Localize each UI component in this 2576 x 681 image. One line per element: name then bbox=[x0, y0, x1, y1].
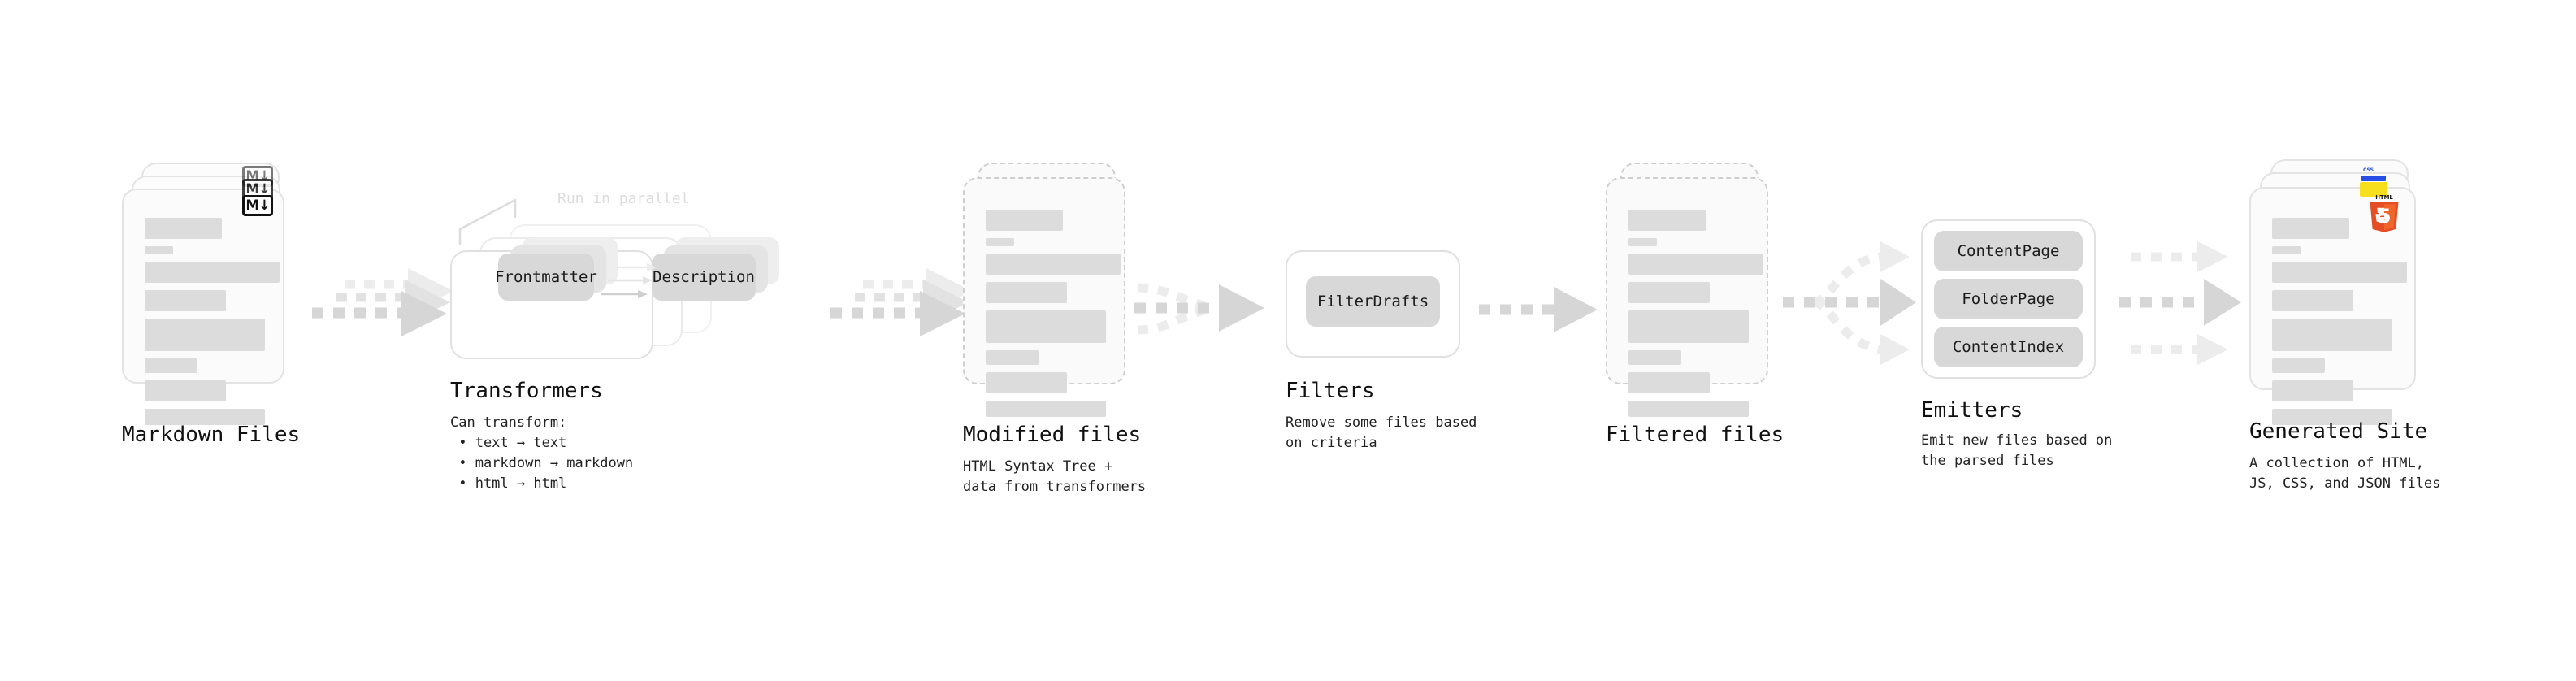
doc-bar bbox=[2272, 358, 2325, 373]
site-file-front bbox=[2249, 187, 2416, 425]
modified-file-front bbox=[963, 177, 1125, 417]
doc-bar bbox=[145, 246, 173, 254]
markdown-icon: M↓ bbox=[242, 195, 273, 216]
markdown-files-title: Markdown Files bbox=[122, 423, 301, 447]
doc-bar bbox=[2272, 262, 2407, 283]
doc-bar bbox=[1628, 254, 1763, 275]
emitters-title: Emitters bbox=[1921, 398, 2023, 423]
transformers-title: Transformers bbox=[450, 379, 603, 403]
doc-bar bbox=[986, 310, 1106, 343]
emitter-chip-label: FolderPage bbox=[1962, 290, 2055, 308]
doc-bar bbox=[145, 290, 226, 311]
js-badge bbox=[2360, 182, 2387, 197]
transformer-chip-label: Frontmatter bbox=[495, 268, 597, 286]
doc-bar bbox=[1628, 401, 1749, 417]
doc-bar bbox=[2272, 290, 2353, 311]
site-file-content bbox=[2251, 189, 2414, 425]
generated-site-subtitle: A collection of HTML, JS, CSS, and JSON … bbox=[2249, 455, 2441, 492]
doc-bar bbox=[2272, 380, 2353, 401]
transformer-chip-description[interactable]: Description bbox=[652, 254, 756, 301]
run-in-parallel-label: Run in parallel bbox=[557, 190, 690, 207]
filtered-file-front bbox=[1606, 177, 1768, 417]
svg-text:HTML: HTML bbox=[2375, 194, 2393, 201]
emitter-chip-contentpage[interactable]: ContentPage bbox=[1934, 231, 2083, 271]
filters-title: Filters bbox=[1286, 379, 1375, 403]
filter-chip-label: FilterDrafts bbox=[1316, 293, 1429, 310]
modified-files-subtitle: HTML Syntax Tree + data from transformer… bbox=[963, 458, 1147, 495]
html5-icon: HTML 5 bbox=[2370, 194, 2399, 232]
doc-bar bbox=[145, 319, 265, 351]
filtered-file-content bbox=[1607, 179, 1767, 417]
emitter-chip-contentindex[interactable]: ContentIndex bbox=[1934, 327, 2083, 367]
markdown-icon-label: M↓ bbox=[245, 197, 270, 214]
markdown-file-front bbox=[122, 189, 284, 425]
filter-chip-filterdrafts[interactable]: FilterDrafts bbox=[1306, 276, 1440, 327]
modified-to-filters-arrow bbox=[1134, 283, 1264, 335]
css-badge-label: CSS bbox=[2363, 167, 2374, 173]
emitter-chip-label: ContentPage bbox=[1957, 242, 2060, 260]
filters-to-filtered-arrow bbox=[1479, 287, 1598, 332]
filtered-files-title: Filtered files bbox=[1606, 423, 1785, 447]
doc-bar bbox=[986, 401, 1106, 417]
doc-bar bbox=[145, 380, 226, 401]
svg-text:5: 5 bbox=[2377, 205, 2391, 228]
doc-bar bbox=[986, 254, 1121, 275]
doc-bar bbox=[986, 238, 1014, 246]
doc-bar bbox=[1628, 372, 1710, 393]
doc-bar bbox=[145, 358, 197, 373]
doc-bar bbox=[2272, 246, 2301, 254]
run-in-parallel-bracket bbox=[458, 198, 517, 245]
emitters-subtitle: Emit new files based on the parsed files bbox=[1921, 432, 2113, 469]
doc-bar bbox=[2272, 218, 2349, 239]
modified-file-content bbox=[965, 179, 1124, 417]
doc-bar bbox=[1628, 238, 1657, 246]
modified-files-title: Modified files bbox=[963, 423, 1142, 447]
doc-bar bbox=[1628, 282, 1710, 303]
generated-site-title: Generated Site bbox=[2249, 419, 2428, 444]
doc-bar bbox=[986, 210, 1063, 231]
doc-bar bbox=[2272, 319, 2392, 351]
transformers-subtitle: Can transform: • text → text • markdown … bbox=[450, 414, 634, 492]
transformer-chip-label: Description bbox=[653, 268, 755, 286]
emitters-to-site-arrow bbox=[2119, 241, 2241, 365]
doc-bar bbox=[1628, 210, 1706, 231]
emitter-chip-folderpage[interactable]: FolderPage bbox=[1934, 279, 2083, 319]
doc-bar bbox=[1628, 310, 1749, 343]
doc-bar bbox=[1628, 350, 1681, 365]
transformer-inner-arrows bbox=[601, 263, 657, 298]
filters-subtitle: Remove some files based on criteria bbox=[1286, 414, 1477, 451]
css-badge bbox=[2361, 176, 2386, 181]
markdown-icon-label: M↓ bbox=[245, 180, 270, 197]
filtered-to-emitters-arrow bbox=[1783, 241, 1916, 365]
doc-bar bbox=[145, 409, 265, 425]
doc-bar bbox=[986, 350, 1039, 365]
doc-bar bbox=[145, 262, 280, 283]
emitter-chip-label: ContentIndex bbox=[1952, 338, 2065, 356]
doc-bar bbox=[2272, 409, 2392, 425]
doc-bar bbox=[145, 218, 222, 239]
transformers-to-modified-arrow bbox=[830, 268, 972, 336]
doc-bar bbox=[986, 282, 1067, 303]
transformer-chip-frontmatter[interactable]: Frontmatter bbox=[495, 254, 597, 301]
markdown-file-content bbox=[124, 190, 283, 425]
md-to-transformers-arrow bbox=[312, 268, 453, 336]
doc-bar bbox=[986, 372, 1067, 393]
